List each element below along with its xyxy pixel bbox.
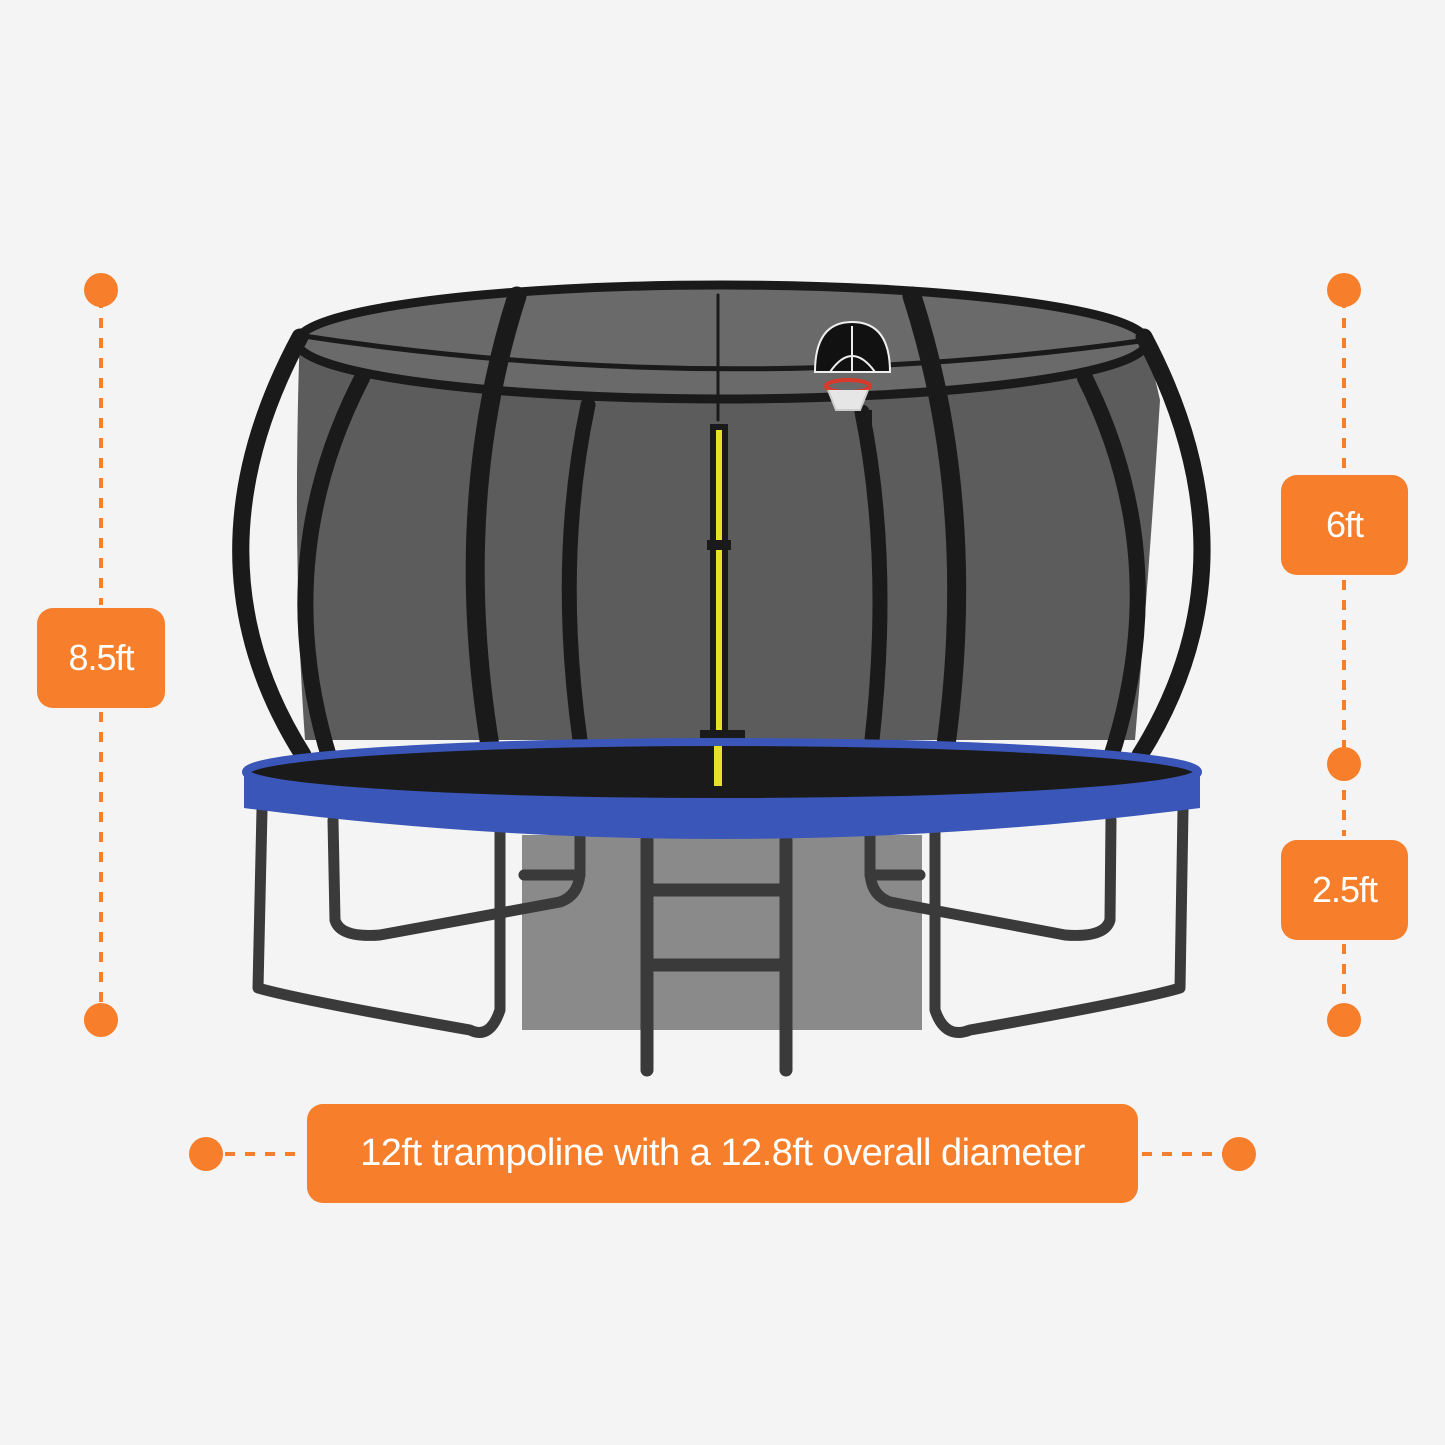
net-height-label: 6ft: [1281, 475, 1408, 575]
diameter-caption: 12ft trampoline with a 12.8ft overall di…: [307, 1104, 1138, 1203]
frame-height-label: 2.5ft: [1281, 840, 1408, 940]
enclosure-poles: [232, 286, 1211, 795]
center-pole: [700, 424, 745, 740]
safety-pad: [242, 738, 1202, 839]
basketball-hoop-icon: [813, 320, 892, 436]
ladder-icon: [640, 833, 793, 1077]
frame-legs: [252, 804, 1189, 1038]
total-height-label: 8.5ft: [37, 608, 165, 708]
dimension-marker-icon: [84, 273, 1361, 1171]
dimension-lines: [99, 298, 1346, 1156]
under-net: [522, 835, 922, 1030]
safety-net: [292, 280, 1160, 740]
